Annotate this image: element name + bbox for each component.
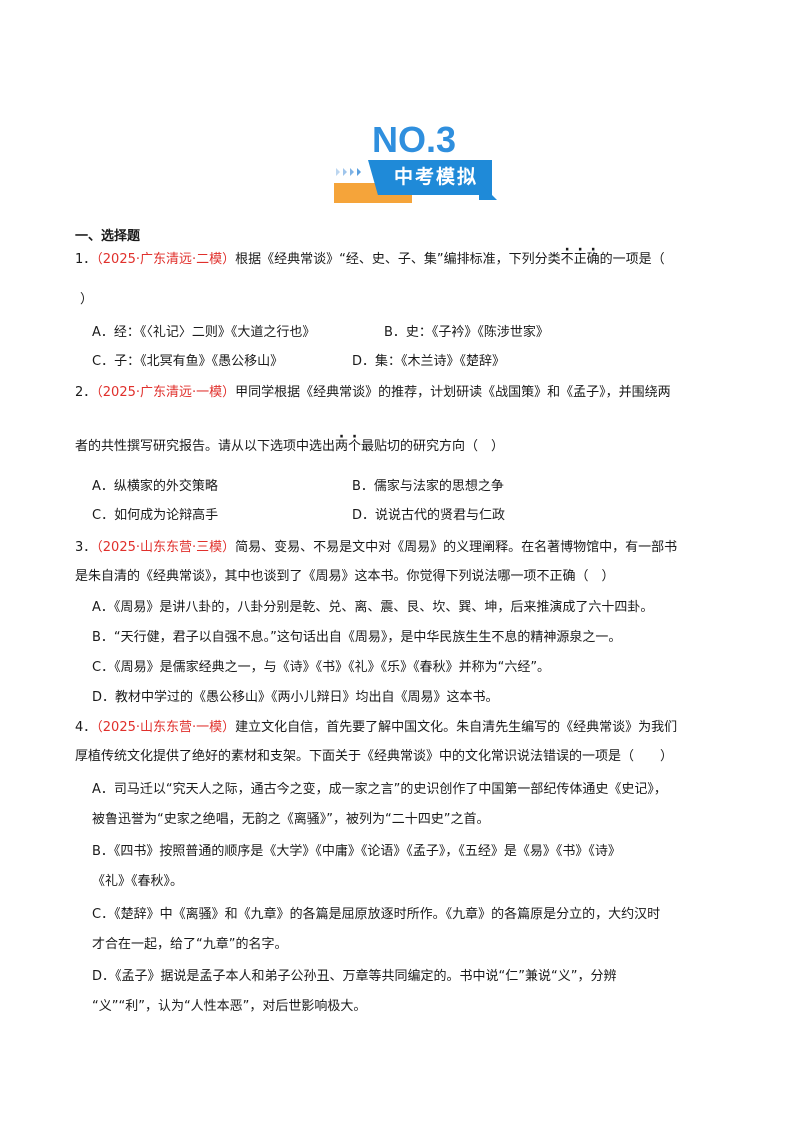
emphasis-char: 不 (561, 252, 574, 267)
option-b: B．“天行健，君子以自强不息。”这句话出自《周易》，是中华民族生生不息的精神源泉… (92, 630, 622, 645)
option-d: D．说说古代的贤君与仁政 (352, 508, 506, 523)
banner-number: NO.3 (372, 119, 457, 160)
question-source: （2025·山东东营·三模） (96, 540, 236, 555)
option-c: C．《周易》是儒家经典之一，与《诗》《书》《礼》《乐》《春秋》并称为“六经”。 (92, 660, 551, 675)
option-d: D．《孟子》据说是孟子本人和弟子公孙丑、万章等共同编定的。书中说“仁”兼说“义”… (92, 969, 617, 984)
question-text: 建立文化自信，首先要了解中国文化。朱自清先生编写的《经典常谈》为我们 (235, 720, 678, 735)
emphasis-char: 个 (348, 439, 361, 454)
option-a-cont: 被鲁迅誉为“史家之绝唱，无韵之《离骚》”，被列为“二十四史”之首。 (92, 812, 490, 827)
question-3: 3．（2025·山东东营·三模）简易、变易、不易是文中对《周易》的义理阐释。在名… (75, 538, 677, 558)
arrow-icon (336, 168, 361, 176)
option-b: B．《四书》按照普通的顺序是《大学》《中庸》《论语》《孟子》，《五经》是《易》《… (92, 844, 621, 859)
question-4: 4．（2025·山东东营·一模）建立文化自信，首先要了解中国文化。朱自清先生编写… (75, 718, 677, 738)
question-source: （2025·广东清远·一模） (96, 385, 236, 400)
question-text: 甲同学根据《经典常谈》的推荐，计划研读《战国策》和《孟子》，并围绕两 (235, 385, 671, 400)
option-a: A．《周易》是讲八卦的，八卦分别是乾、兑、离、震、艮、坎、巽、坤，后来推演成了六… (92, 600, 654, 615)
question-2-cont: 者的共性撰写研究报告。请从以下选项中选出两个最贴切的研究方向（ ） (75, 437, 504, 457)
option-c-cont: 才合在一起，给了“九章”的名字。 (92, 937, 288, 952)
option-d: D．集：《木兰诗》《楚辞》 (352, 354, 506, 369)
question-text: 是朱自清的《经典常谈》，其中也谈到了《周易》这本书。你觉得下列说法哪一项不正确（… (75, 569, 615, 584)
option-c: C．如何成为论辩高手 (92, 508, 219, 523)
question-text: 简易、变易、不易是文中对《周易》的义理阐释。在名著博物馆中，有一部书 (235, 540, 678, 555)
option-d-cont: “义”“利”，认为“人性本恶”，对后世影响极大。 (92, 999, 367, 1014)
option-b: B．史：《子衿》《陈涉世家》 (384, 325, 549, 340)
option-d: D．教材中学过的《愚公移山》《两小儿辩日》均出自《周易》这本书。 (92, 690, 499, 705)
emphasis-char: 两 (335, 439, 348, 454)
option-a: A．纵横家的外交策略 (92, 479, 218, 494)
question-text: 根据《经典常谈》“经、史、子、集”编排标准，下列分类 (235, 252, 561, 267)
question-source: （2025·广东清远·二模） (96, 252, 236, 267)
option-b: B．儒家与法家的思想之争 (352, 479, 504, 494)
question-text: 厚植传统文化提供了绝好的素材和支架。下面关于《经典常谈》中的文化常识说法错误的一… (75, 749, 674, 764)
banner-blue-box (368, 160, 492, 195)
question-text: ） (80, 292, 94, 307)
section-title: 一、选择题 (75, 229, 141, 244)
emphasis-char: 确 (587, 252, 600, 267)
option-c: C．子：《北冥有鱼》《愚公移山》 (92, 354, 284, 369)
option-b-cont: 《礼》《春秋》。 (92, 874, 184, 889)
question-text: 者的共性撰写研究报告。请从以下选项中选出 (75, 439, 336, 454)
question-number: 4． (75, 720, 97, 735)
banner-label: 中考模拟 (393, 166, 478, 188)
question-source: （2025·山东东营·一模） (96, 720, 236, 735)
question-1: 1．（2025·广东清远·二模）根据《经典常谈》“经、史、子、集”编排标准，下列… (75, 250, 665, 270)
option-c: C．《楚辞》中《离骚》和《九章》的各篇是屈原放逐时所作。《九章》的各篇原是分立的… (92, 907, 661, 922)
emphasis-char: 正 (574, 252, 587, 267)
question-text: 的一项是（ (599, 252, 665, 267)
question-number: 1． (75, 252, 97, 267)
section-banner: NO.3 中考模拟 (334, 120, 504, 206)
option-a: A．经：《〈礼记〉二则》《大道之行也》 (92, 325, 316, 340)
question-2: 2．（2025·广东清远·一模）甲同学根据《经典常谈》的推荐，计划研读《战国策》… (75, 383, 671, 403)
option-a: A．司马迁以“究天人之际，通古今之变，成一家之言”的史识创作了中国第一部纪传体通… (92, 782, 667, 797)
question-number: 2． (75, 385, 97, 400)
question-text: 最贴切的研究方向（ ） (361, 439, 505, 454)
question-number: 3． (75, 540, 97, 555)
